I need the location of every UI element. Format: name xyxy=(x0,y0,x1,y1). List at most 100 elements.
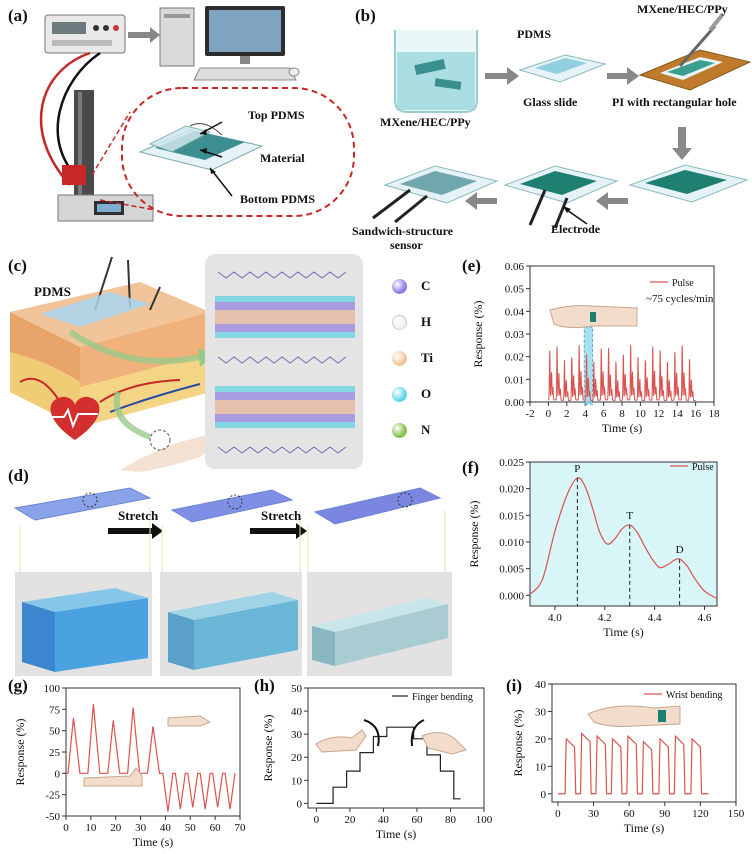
y-tick-label: 0.06 xyxy=(505,261,525,273)
y-tick-label: 0.03 xyxy=(505,329,525,341)
y-tick-label: 0.015 xyxy=(499,510,524,522)
x-tick-label: 0 xyxy=(314,814,320,826)
y-tick-label: 0.000 xyxy=(499,590,524,602)
pulse-series-line xyxy=(548,344,696,401)
pulse-detail-line xyxy=(529,477,718,600)
y-tick-label: 30 xyxy=(291,729,303,741)
beaker-icon xyxy=(394,30,478,113)
panel-label-c: (c) xyxy=(8,256,27,275)
panel-b-illustration xyxy=(372,12,752,229)
plot-frame xyxy=(551,683,737,803)
y-tick-label: 40 xyxy=(535,679,547,691)
legend-symbol: O xyxy=(421,386,432,401)
y-tick-label: -50 xyxy=(45,811,60,823)
skin-icon xyxy=(10,256,210,427)
y-axis-label: Response (%) xyxy=(471,301,485,368)
x-tick-label: 50 xyxy=(185,822,197,834)
y-axis-label: Response (%) xyxy=(13,719,27,786)
y-tick-label: 0.01 xyxy=(505,374,524,386)
legend-item-h: H xyxy=(392,304,462,340)
computer-icon xyxy=(159,6,300,81)
legend-item-ti: Ti xyxy=(392,340,462,376)
x-tick-label: 70 xyxy=(235,822,247,834)
legend-label: Wrist bending xyxy=(666,690,723,701)
legend-symbol: Ti xyxy=(421,350,434,365)
panel-label-h: (h) xyxy=(254,676,275,695)
panel-label-d: (d) xyxy=(8,466,29,485)
plot-frame xyxy=(65,687,241,817)
panel-label-g: (g) xyxy=(8,676,28,695)
y-tick-label: 20 xyxy=(535,734,547,746)
legend-symbol: N xyxy=(421,422,431,437)
legend-label: Pulse xyxy=(692,462,714,473)
panel-d-illustration xyxy=(13,487,452,676)
bend-arrow-icon xyxy=(363,719,380,747)
x-tick-label: 90 xyxy=(659,808,671,820)
x-tick-label: 0 xyxy=(63,822,69,834)
legend-label: Pulse xyxy=(672,278,694,289)
y-tick-label: 40 xyxy=(291,706,303,718)
finger-bending-line xyxy=(316,726,461,804)
label-pdms-c: PDMS xyxy=(34,284,71,299)
y-tick-label: 25 xyxy=(49,747,61,759)
y-tick-label: 100 xyxy=(44,683,61,695)
highlight-band xyxy=(583,326,594,405)
y-tick-label: 30 xyxy=(535,706,547,718)
legend-swatch xyxy=(392,350,407,366)
hand-right-icon xyxy=(421,732,467,755)
legend-item-c: C xyxy=(392,268,462,304)
x-tick-label: 4.2 xyxy=(598,612,612,624)
legend-item-o: O xyxy=(392,376,462,412)
release-arrow-icon xyxy=(410,719,425,747)
x-tick-label: 4.4 xyxy=(648,612,662,624)
arm-straight-icon xyxy=(167,715,212,727)
label-bottom-pdms: Bottom PDMS xyxy=(240,192,315,206)
y-tick-label: 0 xyxy=(55,768,61,780)
molecular-structure xyxy=(215,271,355,454)
stretch-label-2: Stretch xyxy=(261,508,302,523)
hand-left-icon xyxy=(315,729,367,753)
panel-label-e: (e) xyxy=(462,256,481,275)
x-axis-label: Time (s) xyxy=(133,835,174,849)
x-tick-label: 120 xyxy=(692,808,709,820)
peak-label: T xyxy=(626,510,633,522)
y-tick-label: 0 xyxy=(297,798,303,810)
y-tick-label: 0.010 xyxy=(499,537,524,549)
plot-frame xyxy=(529,461,718,607)
peak-label: P xyxy=(574,463,580,475)
label-sandwich-1: Sandwich-structure xyxy=(352,224,454,238)
x-tick-label: 20 xyxy=(344,814,356,826)
heart-icon xyxy=(50,396,100,440)
x-tick-label: 16 xyxy=(690,408,702,420)
panel-label-f: (f) xyxy=(462,458,479,477)
legend-symbol: H xyxy=(421,314,432,329)
x-tick-label: 40 xyxy=(160,822,172,834)
y-tick-label: 0.020 xyxy=(499,484,524,496)
sensor-icon xyxy=(658,710,666,722)
y-tick-label: 20 xyxy=(291,752,303,764)
plot-background xyxy=(530,462,717,606)
panel-a-illustration xyxy=(39,6,355,222)
wrist-bending-line xyxy=(557,731,709,795)
label-pdms-b: PDMS xyxy=(517,27,551,41)
x-tick-label: 100 xyxy=(476,814,493,826)
x-tick-label: 0 xyxy=(555,808,561,820)
x-tick-label: 4.6 xyxy=(698,612,712,624)
label-sandwich-2: sensor xyxy=(390,238,423,252)
x-tick-label: 60 xyxy=(411,814,423,826)
label-glass-slide: Glass slide xyxy=(523,95,578,109)
x-axis-label: Time (s) xyxy=(376,827,417,841)
x-tick-label: 4 xyxy=(582,408,588,420)
label-mxene-top: MXene/HEC/PPy xyxy=(637,2,728,16)
x-tick-label: 0 xyxy=(546,408,552,420)
x-tick-label: 30 xyxy=(588,808,600,820)
x-tick-label: 14 xyxy=(672,408,684,420)
y-tick-label: 10 xyxy=(535,761,547,773)
x-tick-label: 30 xyxy=(135,822,147,834)
y-tick-label: 0.04 xyxy=(505,306,525,318)
y-axis-label: Response (%) xyxy=(467,501,481,568)
label-pi-hole: PI with rectangular hole xyxy=(612,95,737,109)
arm-bent-icon xyxy=(83,767,143,787)
